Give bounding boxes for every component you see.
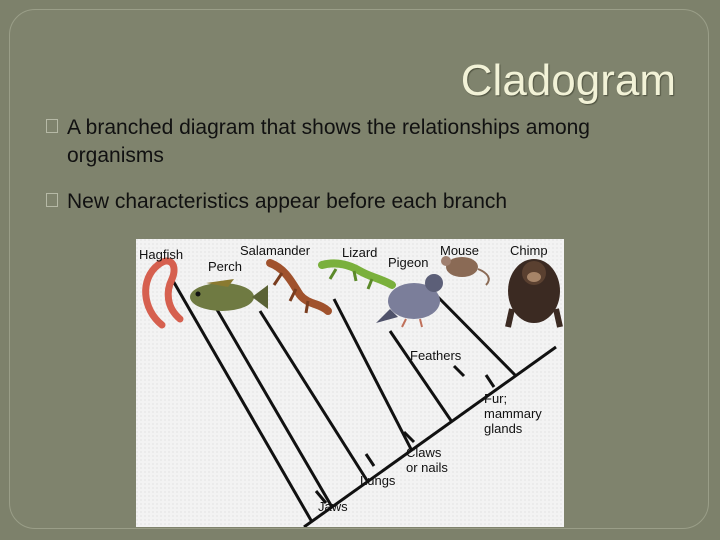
label-claws-line1: Claws <box>406 445 442 460</box>
label-claws-line2: or nails <box>406 460 448 475</box>
tick-fur <box>484 374 496 388</box>
label-hagfish: Hagfish <box>139 247 183 262</box>
tick-claws <box>402 430 416 444</box>
label-salamander: Salamander <box>240 243 311 258</box>
lizard-icon <box>318 259 396 290</box>
label-jaws: Jaws <box>318 499 348 514</box>
perch-icon <box>190 279 268 311</box>
bullet-list: A branched diagram that shows the relati… <box>46 114 686 234</box>
mouse-icon <box>441 256 490 286</box>
label-fur-line3: glands <box>484 421 523 436</box>
branch-mouse <box>430 289 518 378</box>
branch-lizard <box>332 298 414 452</box>
hagfish-icon <box>142 257 184 329</box>
cladogram-svg: Hagfish Perch Salamander Lizard Pigeon M… <box>136 239 564 527</box>
branch-hagfish <box>170 278 314 523</box>
bullet-text: A branched diagram that shows the relati… <box>67 116 590 167</box>
label-chimp: Chimp <box>510 243 548 258</box>
label-feathers: Feathers <box>410 348 462 363</box>
slide-title: Cladogram <box>460 56 676 105</box>
bullet-marker-icon <box>46 119 58 133</box>
label-pigeon: Pigeon <box>388 255 428 270</box>
branch-pigeon <box>388 330 454 423</box>
bullet-item: New characteristics appear before each b… <box>46 188 686 216</box>
salamander-icon <box>266 259 332 315</box>
tick-jaws <box>314 490 328 504</box>
branch-salamander <box>258 310 370 483</box>
tick-lungs <box>364 453 376 467</box>
label-perch: Perch <box>208 259 242 274</box>
label-mouse: Mouse <box>440 243 479 258</box>
label-fur-line2: mammary <box>484 406 542 421</box>
branch-perch <box>210 300 334 508</box>
pigeon-icon <box>376 274 443 328</box>
bullet-item: A branched diagram that shows the relati… <box>46 114 686 170</box>
main-trunk-line <box>303 345 557 527</box>
bullet-text: New characteristics appear before each b… <box>67 190 508 213</box>
bullet-marker-icon <box>46 193 58 207</box>
label-fur-line1: Fur; <box>484 391 507 406</box>
label-lungs: Lungs <box>360 473 396 488</box>
tick-feathers <box>452 364 466 378</box>
cladogram-diagram: Hagfish Perch Salamander Lizard Pigeon M… <box>136 239 564 527</box>
label-lizard: Lizard <box>342 245 377 260</box>
chimp-icon <box>505 259 563 328</box>
diagram-background <box>136 239 564 527</box>
